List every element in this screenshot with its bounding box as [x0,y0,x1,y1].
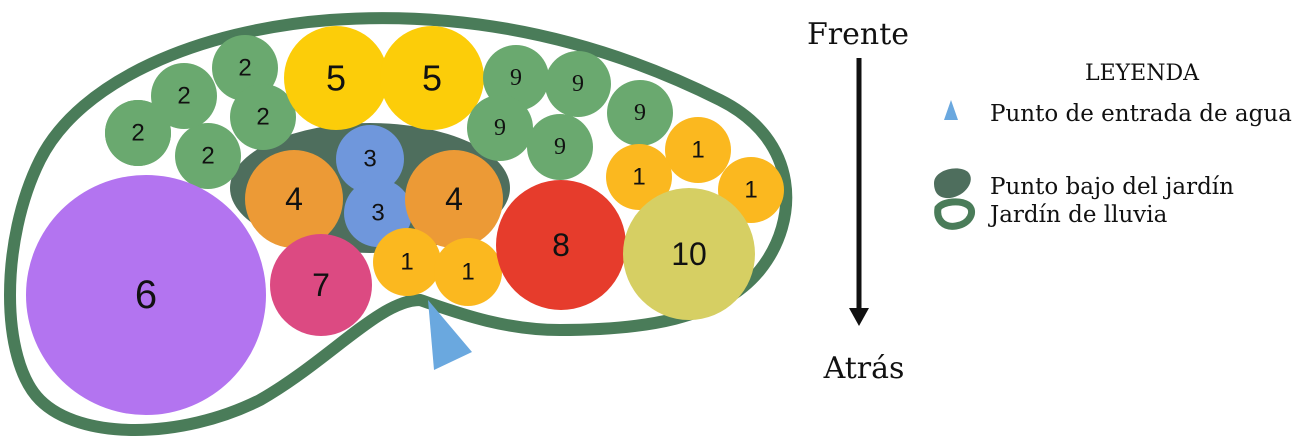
plant-4-circle [245,150,343,248]
plant-9-label: 9 [494,115,506,141]
plant-1-circle [606,144,672,210]
plant-9-label: 9 [572,71,584,97]
plant-5-circle [284,26,388,130]
plant-5-circle [380,26,484,130]
plant-3-label: 3 [371,200,384,227]
plant-2-circle [151,63,217,129]
plant-2-circle [230,84,296,150]
plant-1-circle [373,228,441,296]
plant-2-circle [175,123,241,189]
plant-9-circle [483,45,549,111]
plant-7-circle [270,234,372,336]
plant-9-label: 9 [634,100,646,126]
plant-8-circle [496,180,626,310]
legend-item-water-entry: Punto de entrada de agua [990,101,1292,127]
plant-9-circle [527,114,593,180]
plant-2-label: 2 [131,120,144,147]
plant-2-label: 2 [201,143,214,170]
low-point-icon [934,168,971,199]
plant-10-circle [623,188,755,320]
plant-9-circle [467,95,533,161]
plant-2-label: 2 [256,104,269,131]
plant-9-label: 9 [510,65,522,91]
legend-title: LEYENDA [1085,61,1200,86]
plant-4-label: 4 [285,181,303,217]
plant-3-label: 3 [363,146,376,173]
back-label: Atrás [823,351,905,386]
water-entry-point [428,300,472,370]
plant-1-circle [665,117,731,183]
plant-9-label: 9 [554,134,566,160]
plant-9-circle [545,51,611,117]
plant-10-label: 10 [671,236,707,272]
plant-7-label: 7 [312,267,330,303]
plant-2-circle [105,100,171,166]
plant-5-label: 5 [422,58,442,99]
plant-1-circle [434,238,502,306]
plant-3-circle [344,179,412,247]
legend: LEYENDA Punto de entrada de agua Punto b… [934,61,1292,230]
plant-4-circle [405,150,503,248]
direction-arrow-head [849,308,869,326]
plant-1-label: 1 [400,249,413,276]
legend-item-rain-garden: Jardín de lluvia [988,202,1168,228]
plant-5-label: 5 [326,58,346,99]
plant-1-label: 1 [632,164,645,191]
rain-garden-icon [934,198,975,230]
plants-layer: 222222559999933441111167810 [26,26,784,415]
plant-2-label: 2 [238,55,251,82]
plant-6-label: 6 [135,273,157,317]
legend-item-low-point: Punto bajo del jardín [990,174,1234,200]
water-drop-icon [944,100,958,120]
plant-1-label: 1 [461,259,474,286]
plant-6-circle [26,175,266,415]
plant-1-label: 1 [744,177,757,204]
plant-1-label: 1 [691,137,704,164]
plant-3-circle [336,125,404,193]
plant-2-label: 2 [177,83,190,110]
plant-8-label: 8 [552,227,570,263]
plant-4-label: 4 [445,181,463,217]
plant-9-circle [607,80,673,146]
front-label: Frente [807,17,909,52]
